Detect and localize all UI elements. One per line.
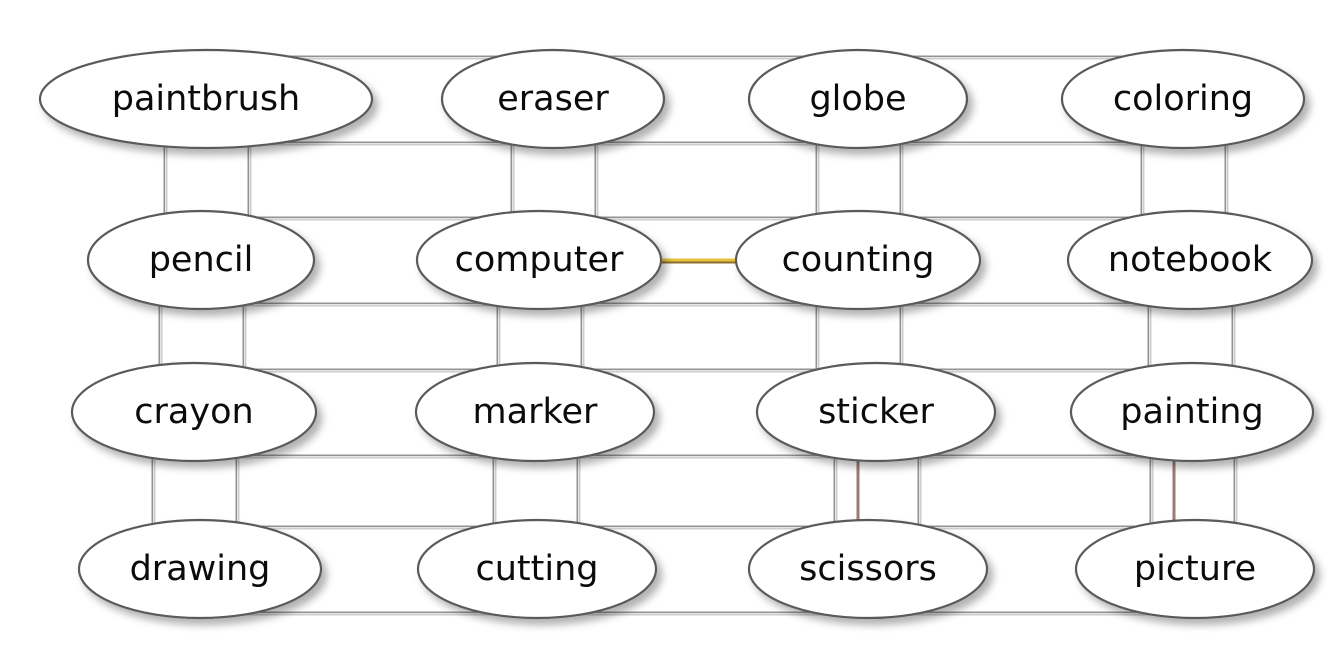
node-notebook[interactable]: notebook bbox=[1066, 209, 1314, 311]
node-label: pencil bbox=[149, 240, 254, 280]
node-drawing[interactable]: drawing bbox=[77, 518, 323, 620]
node-label: picture bbox=[1134, 549, 1256, 589]
node-ellipse bbox=[416, 518, 658, 620]
node-label: sticker bbox=[818, 392, 934, 432]
node-ellipse bbox=[734, 209, 982, 311]
node-ellipse bbox=[747, 48, 969, 150]
node-scissors[interactable]: scissors bbox=[747, 518, 989, 620]
node-ellipse bbox=[415, 209, 663, 311]
node-ellipse bbox=[414, 361, 656, 463]
node-ellipse bbox=[38, 48, 374, 150]
node-ellipse bbox=[86, 209, 316, 311]
node-label: scissors bbox=[799, 549, 937, 589]
node-ellipse bbox=[1060, 48, 1306, 150]
node-paintbrush[interactable]: paintbrush bbox=[38, 48, 374, 150]
node-label: paintbrush bbox=[112, 79, 301, 119]
node-ellipse bbox=[1069, 361, 1315, 463]
node-pencil[interactable]: pencil bbox=[86, 209, 316, 311]
node-crayon[interactable]: crayon bbox=[70, 361, 318, 463]
node-ellipse bbox=[440, 48, 666, 150]
node-label: drawing bbox=[130, 549, 271, 589]
node-label: computer bbox=[455, 240, 624, 280]
node-label: coloring bbox=[1113, 79, 1253, 119]
node-label: notebook bbox=[1108, 240, 1273, 280]
node-label: counting bbox=[782, 240, 935, 280]
node-computer[interactable]: computer bbox=[415, 209, 663, 311]
node-marker[interactable]: marker bbox=[414, 361, 656, 463]
node-coloring[interactable]: coloring bbox=[1060, 48, 1306, 150]
node-label: painting bbox=[1120, 392, 1263, 432]
node-ellipse bbox=[747, 518, 989, 620]
node-ellipse bbox=[1066, 209, 1314, 311]
node-painting[interactable]: painting bbox=[1069, 361, 1315, 463]
node-sticker[interactable]: sticker bbox=[755, 361, 997, 463]
node-label: crayon bbox=[134, 392, 253, 432]
node-ellipse bbox=[1074, 518, 1316, 620]
node-counting[interactable]: counting bbox=[734, 209, 982, 311]
node-label: cutting bbox=[476, 549, 599, 589]
node-label: eraser bbox=[497, 79, 609, 119]
node-label: globe bbox=[809, 79, 906, 119]
node-label: marker bbox=[473, 392, 598, 432]
node-globe[interactable]: globe bbox=[747, 48, 969, 150]
node-ellipse bbox=[77, 518, 323, 620]
node-cutting[interactable]: cutting bbox=[416, 518, 658, 620]
node-picture[interactable]: picture bbox=[1074, 518, 1316, 620]
node-ellipse bbox=[70, 361, 318, 463]
node-ellipse bbox=[755, 361, 997, 463]
node-eraser[interactable]: eraser bbox=[440, 48, 666, 150]
